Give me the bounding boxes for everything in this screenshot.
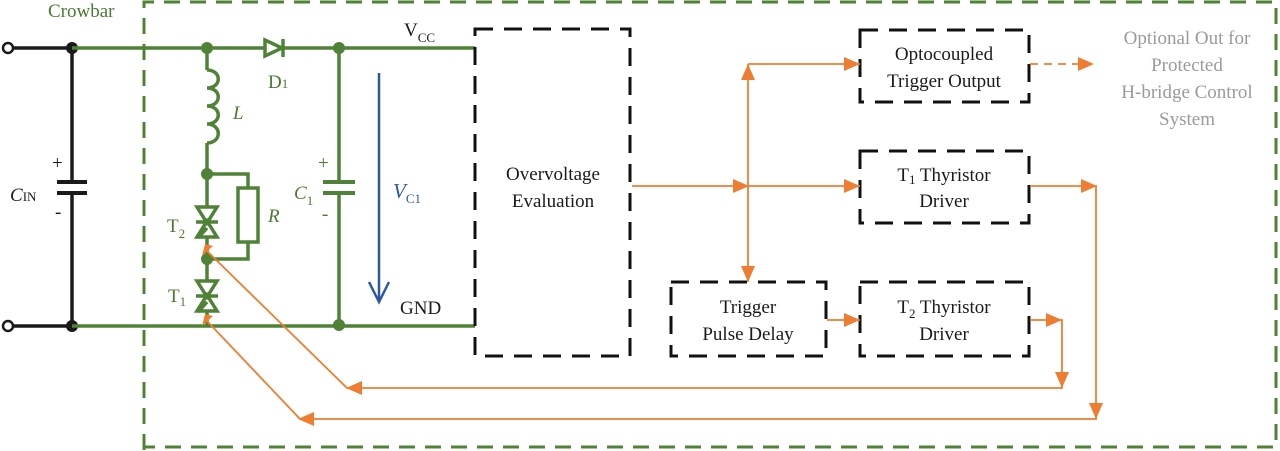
t2-driver-line1: T2 Thyristor (897, 297, 991, 321)
signal-t2-driver-out (206, 250, 1063, 389)
arrowhead (1055, 372, 1069, 388)
arrowhead (298, 412, 314, 426)
arrowhead (733, 179, 749, 193)
l-label: L (232, 103, 244, 124)
vcc-label: VCC (404, 20, 435, 45)
arrowhead (346, 381, 362, 395)
optional-line4: System (1159, 109, 1215, 130)
optional-line2: Protected (1151, 55, 1223, 76)
block-overvoltage-evaluation: Overvoltage Evaluation (473, 27, 632, 358)
diode-d1: D1 (263, 37, 288, 93)
resistor-r: R (236, 186, 280, 244)
arrowhead (741, 64, 755, 80)
cin-label: CIN (10, 185, 37, 206)
optional-output-note: Optional Out for Protected H-bridge Cont… (1121, 28, 1252, 130)
optional-line3: H-bridge Control (1121, 82, 1252, 103)
arrowhead (741, 266, 755, 282)
input-terminal-bottom (1, 319, 15, 333)
c1-minus: - (322, 204, 328, 225)
crowbar-label: Crowbar (48, 1, 115, 22)
junction-dot (201, 168, 213, 180)
arrowhead (1078, 57, 1094, 71)
signal-paths (202, 57, 1103, 426)
arrowhead (1046, 313, 1062, 327)
inductor-l: L (206, 68, 244, 145)
vc1-label: VC1 (393, 179, 421, 206)
capacitor-c1: + - C1 (294, 153, 355, 225)
crowbar-frame (142, 0, 1278, 450)
optocoupled-line2: Trigger Output (887, 71, 1002, 92)
input-terminal-top (1, 41, 15, 55)
arrowhead (844, 57, 860, 71)
t2-label: T2 (167, 216, 185, 241)
block-trigger-pulse-delay: Trigger Pulse Delay (669, 280, 828, 358)
t1-driver-line2: Driver (919, 191, 969, 212)
pulse-delay-line1: Trigger (720, 297, 777, 318)
capacitor-cin: + - CIN (10, 153, 87, 223)
voltage-arrow-vc1: VC1 (367, 73, 421, 305)
junction-dot (201, 253, 213, 265)
gnd-label: GND (400, 298, 441, 319)
overvoltage-line1: Overvoltage (506, 164, 600, 185)
r-label: R (267, 206, 280, 227)
cin-plus: + (52, 153, 63, 174)
junction-dot (201, 42, 213, 54)
junction-dot (333, 42, 345, 54)
arrowhead (844, 179, 860, 193)
arrowhead (844, 313, 860, 327)
arrowhead (202, 314, 213, 326)
overvoltage-line2: Evaluation (512, 191, 595, 212)
c1-plus: + (318, 153, 329, 174)
block-t1-thyristor-driver: T1 Thyristor Driver (858, 149, 1031, 225)
arrowhead (1081, 179, 1097, 193)
pulse-delay-line2: Pulse Delay (702, 324, 794, 345)
thyristor-t1: T1 (168, 279, 221, 314)
t1-driver-line1: T1 Thyristor (897, 165, 991, 187)
block-optocoupled-trigger-output: Optocoupled Trigger Output (858, 28, 1031, 104)
t1-label: T1 (168, 286, 186, 309)
optional-line1: Optional Out for (1124, 28, 1251, 49)
d1-label: D1 (268, 72, 288, 93)
arrowhead (1089, 403, 1103, 419)
block-t2-thyristor-driver: T2 Thyristor Driver (858, 280, 1031, 358)
t2-driver-line2: Driver (919, 324, 969, 345)
optocoupled-line1: Optocoupled (895, 44, 994, 65)
junction-dot (333, 319, 345, 331)
cin-minus: - (55, 202, 61, 223)
thyristor-t2: T2 (167, 205, 221, 241)
arrowhead (202, 244, 213, 256)
power-wiring (72, 42, 475, 331)
c1-label: C1 (294, 183, 313, 208)
